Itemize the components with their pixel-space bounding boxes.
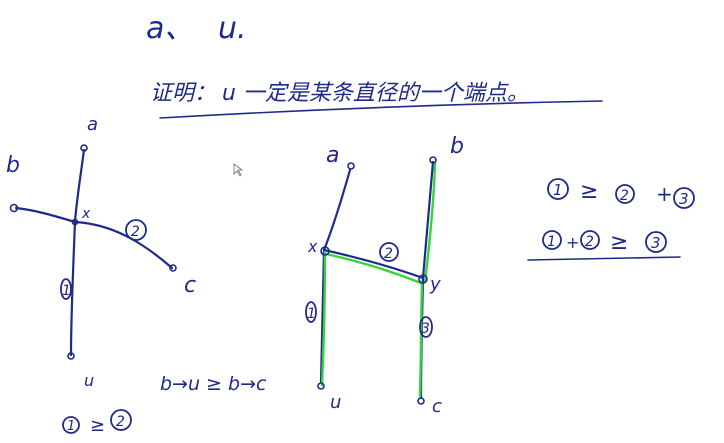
header-symbol-a: a、 (146, 11, 194, 46)
mouse-cursor-icon (233, 163, 244, 177)
statement-text: u 一定是某条直径的一个端点。 (222, 81, 529, 106)
right-notes: 1 ≥ 2 + 3 1 + 2 ≥ 3 (527, 178, 695, 261)
tree1-node-u (67, 352, 75, 360)
tree1-label-b: b (6, 153, 20, 178)
tree1-edge-b-x (14, 206, 77, 224)
note1-a: 1 (553, 181, 563, 199)
note2-c: 3 (651, 234, 661, 252)
tree2-label-c: c (432, 396, 442, 417)
tree1-edge-label-two: 2 (131, 224, 140, 240)
tree2-label-x: x (307, 237, 318, 256)
tree1-edge-label-two-circle (125, 219, 147, 241)
tree1-node-x (71, 218, 79, 226)
tree2-edge-label-two: 2 (384, 246, 393, 262)
tree2: a b u c x y 1 2 3 (305, 134, 464, 417)
bottom-ineq-right: 2 (116, 414, 125, 430)
bottom-ineq-left-circle (62, 416, 80, 434)
tree2-green-path-u-x (320, 250, 327, 387)
tree2-node-y (418, 274, 428, 284)
bottom-ineq-left: 1 (67, 419, 75, 434)
note1-a-circle (547, 178, 569, 200)
tree1-node-b (9, 203, 19, 213)
tree1-edge-label-one: 1 (62, 283, 71, 299)
tree2-node-a (347, 162, 355, 170)
tree2-edge-label-three-circle (419, 316, 433, 338)
tree1: a b c u x 1 2 (6, 114, 196, 390)
tree2-edge-label-three: 3 (421, 321, 430, 337)
tree2-node-c (417, 397, 425, 405)
header-symbol-u: u. (218, 11, 247, 46)
tree2-green-path-y-c (418, 281, 424, 398)
note1-c: 3 (679, 190, 689, 208)
tree2-label-b: b (450, 134, 464, 159)
bottom-inequality: 1 ≥ 2 b→u ≥ b→c (62, 373, 267, 436)
bottom-path-text: b→u ≥ b→c (160, 373, 267, 395)
bottom-ineq-op: ≥ (90, 415, 105, 436)
tree2-node-b (429, 156, 437, 164)
tree1-edge-label-one-circle (60, 278, 72, 300)
statement-underline (159, 100, 603, 119)
note2-op: ≥ (610, 230, 628, 255)
tree1-edge-a-x (73, 148, 86, 224)
note2-a-circle (542, 230, 562, 250)
tree2-label-y: y (429, 274, 441, 295)
note1-b-circle (615, 184, 635, 204)
tree1-label-u: u (84, 371, 94, 390)
tree1-node-a (80, 144, 88, 152)
tree2-label-u: u (330, 392, 341, 413)
tree2-edge-a-x (322, 168, 352, 252)
note2-a: 1 (547, 234, 556, 250)
tree2-edge-label-one-circle (305, 301, 317, 323)
right-notes-underline (527, 256, 681, 261)
note1-b: 2 (620, 188, 629, 204)
tree1-label-a: a (87, 114, 98, 135)
tree2-edge-label-two-circle (379, 242, 399, 262)
tree2-edge-label-one: 1 (307, 306, 316, 322)
tree1-node-c (169, 264, 177, 272)
tree2-edge-x-u (319, 248, 326, 384)
tree2-green-path-y-b (423, 161, 437, 284)
tree2-node-x (320, 246, 330, 256)
tree2-label-a: a (326, 143, 339, 168)
note1-plus: + (656, 182, 673, 206)
note1-op: ≥ (580, 179, 598, 204)
tree2-node-u (317, 382, 325, 390)
tree2-edge-x-y (322, 248, 425, 280)
note2-b-circle (580, 230, 600, 250)
note2-plus: + (566, 233, 579, 252)
tree2-edge-b-y (421, 160, 435, 280)
tree1-label-c: c (184, 273, 196, 298)
note2-b: 2 (585, 234, 594, 250)
tree1-edge-x-c (73, 220, 174, 270)
tree2-green-path-x-y (324, 252, 423, 285)
tree1-edge-x-u (69, 220, 77, 357)
note1-c-circle (673, 187, 695, 209)
statement-prefix: 证明： (150, 81, 216, 106)
note2-c-circle (645, 231, 667, 253)
bottom-ineq-right-circle (110, 409, 132, 431)
tree1-label-x: x (81, 206, 91, 222)
